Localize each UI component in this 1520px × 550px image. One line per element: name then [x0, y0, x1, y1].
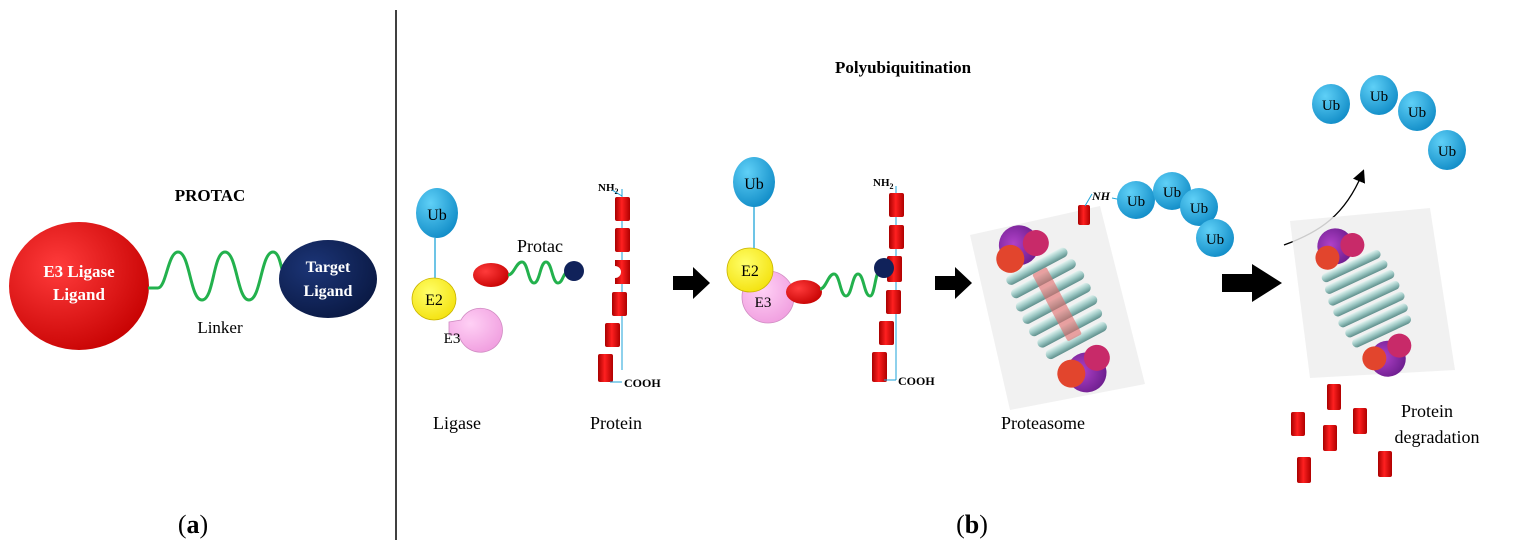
caption-b: (b): [956, 510, 988, 539]
nh2-label-2: NH2: [873, 177, 894, 191]
ub-ligase-2: [733, 157, 775, 207]
protac-title: PROTAC: [175, 186, 246, 205]
svg-text:Ub: Ub: [1206, 232, 1224, 248]
e3-ligand-label-1: E3 Ligase: [43, 262, 115, 281]
target-ligand: [279, 240, 377, 318]
polyubiquitination-title: Polyubiquitination: [835, 58, 972, 77]
svg-text:E3: E3: [755, 295, 772, 311]
nh-label: NH: [1091, 189, 1111, 203]
degraded-protein-fragments: [1291, 384, 1392, 483]
svg-text:Ub: Ub: [1127, 194, 1145, 210]
arrow-3: [1222, 264, 1282, 302]
polyub-1: [1117, 181, 1155, 219]
protac-molecule-1: Protac: [473, 236, 584, 287]
ub-ligase-1: [416, 188, 458, 238]
target-protein-1: NH2 COOH: [598, 182, 661, 390]
caption-a: (a): [178, 510, 208, 539]
arrow-1: [673, 267, 710, 299]
panel-a: PROTAC E3 Ligase Ligand Linker Target Li…: [9, 186, 377, 539]
target-ligand-label-1: Target: [306, 259, 351, 276]
target-ligand-label-2: Ligand: [304, 283, 353, 300]
e2-ligase-1: [411, 277, 457, 321]
proteasome-2: [1290, 208, 1455, 378]
e3-ligase-1: [448, 307, 503, 353]
e2-ligase-2: [726, 247, 774, 293]
ligase-label: Ligase: [433, 413, 481, 433]
svg-text:Ub: Ub: [1163, 185, 1181, 201]
svg-text:Ub: Ub: [427, 207, 447, 224]
e3-ligand-label-2: Ligand: [53, 285, 106, 304]
polyub-4: [1196, 219, 1234, 257]
svg-text:E2: E2: [741, 263, 759, 280]
ternary-complex: Ub E3 E2 NH2 COOH: [726, 157, 935, 388]
cooh-label-2: COOH: [898, 374, 935, 388]
ligase-complex-1: Ub E3 E2: [411, 188, 503, 353]
svg-text:E3: E3: [444, 331, 461, 347]
svg-text:Ub: Ub: [1370, 89, 1388, 105]
degradation-label-2: degradation: [1395, 427, 1480, 447]
panel-b: Polyubiquitination Ub E3 E2 Protac NH2: [411, 58, 1480, 539]
released-ub: Ub Ub Ub Ub: [1312, 75, 1466, 170]
arrow-2: [935, 267, 972, 299]
degradation-label-1: Protein: [1401, 401, 1453, 421]
svg-text:Ub: Ub: [1322, 98, 1340, 114]
proteasome-1: NH Ub Ub Ub Ub: [970, 172, 1234, 410]
linker-wave: [148, 250, 293, 302]
svg-text:Ub: Ub: [1408, 105, 1426, 121]
polyub-3: [1180, 188, 1218, 226]
svg-text:Ub: Ub: [1190, 201, 1208, 217]
cooh-label-1: COOH: [624, 376, 661, 390]
nh2-label-1: NH2: [598, 182, 619, 196]
svg-text:E2: E2: [425, 292, 443, 309]
proteasome-label: Proteasome: [1001, 413, 1085, 433]
protac-label: Protac: [517, 236, 563, 256]
svg-text:Ub: Ub: [744, 176, 764, 193]
linker-label: Linker: [197, 318, 243, 337]
protein-label: Protein: [590, 413, 642, 433]
svg-text:Ub: Ub: [1438, 144, 1456, 160]
e3-ligase-ligand: [9, 222, 149, 350]
